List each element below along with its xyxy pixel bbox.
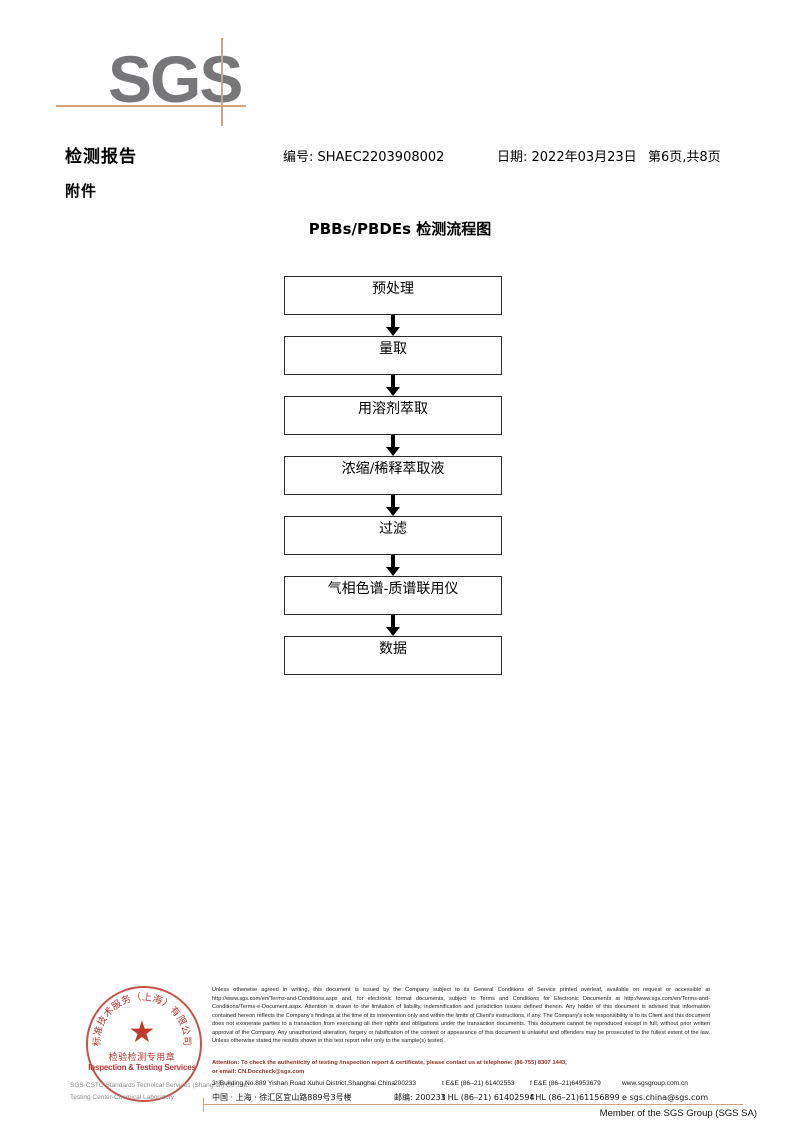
email: e sgs.china@sgs.com xyxy=(622,1092,709,1102)
official-stamp: 标准技术服务（上海）有限公司 ★ 检验检测专用章 Inspection & Te… xyxy=(70,984,249,1112)
flow-arrow-4 xyxy=(284,495,502,516)
logo-crosshair-vertical xyxy=(221,38,223,126)
fax-ee: f E&E (86–21)64953679 xyxy=(530,1079,601,1087)
address-cn: 中国 · 上海 · 徐汇区宜山路889号3号楼 xyxy=(212,1092,352,1102)
flow-node-2: 量取 xyxy=(284,336,502,375)
stamp-caption-line1: SGS-CSTC Standards Technical Services (S… xyxy=(70,1082,249,1089)
address-row-cn: 中国 · 上海 · 徐汇区宜山路889号3号楼 邮编: 200233 t HL … xyxy=(212,1090,712,1104)
flow-node-label: 浓缩/稀释萃取液 xyxy=(341,461,445,477)
fax-hl: f HL (86–21)61156899 xyxy=(530,1092,620,1102)
logo-wordmark: SGS xyxy=(108,42,243,116)
stamp-arc-text: 标准技术服务（上海）有限公司 xyxy=(86,986,198,1098)
attachment-label: 附件 xyxy=(65,182,98,200)
member-line: Member of the SGS Group (SGS SA) xyxy=(599,1108,757,1119)
website: www.sgsgroup.com.cn xyxy=(622,1079,688,1087)
address-block: 3ʳᵈBuilding,No.889 Yishan Road Xuhui Dis… xyxy=(212,1076,712,1104)
flow-node-label: 气相色谱-质谱联用仪 xyxy=(327,581,459,597)
flow-arrow-2 xyxy=(284,375,502,396)
flow-node-7: 数据 xyxy=(284,636,502,675)
legal-disclaimer: Unless otherwise agreed in writing, this… xyxy=(212,986,710,1046)
attention-notice: Attention: To check the authenticity of … xyxy=(212,1059,710,1077)
flow-node-label: 过滤 xyxy=(379,521,407,537)
address-row-en: 3ʳᵈBuilding,No.889 Yishan Road Xuhui Dis… xyxy=(212,1076,712,1090)
stamp-caption-line2: Testing Center-Chemical Laboratory. xyxy=(70,1094,176,1102)
flow-node-5: 过滤 xyxy=(284,516,502,555)
attention-line-1: Attention: To check the authenticity of … xyxy=(212,1060,567,1066)
star-icon: ★ xyxy=(128,1016,156,1049)
flowchart-title: PBBs/PBDEs 检测流程图 xyxy=(308,220,492,238)
stamp-cn-text: 检验检测专用章 xyxy=(108,1053,176,1063)
flow-node-label: 量取 xyxy=(379,341,407,357)
page-title: 检测报告 xyxy=(65,147,137,167)
flow-node-6: 气相色谱-质谱联用仪 xyxy=(284,576,502,615)
stamp-en-text: Inspection & Testing Services xyxy=(88,1063,196,1072)
address-en: 3ʳᵈBuilding,No.889 Yishan Road Xuhui Dis… xyxy=(212,1079,395,1087)
stamp-caption: SGS-CSTC Standards Technical Services (S… xyxy=(70,1080,250,1105)
flow-node-4: 浓缩/稀释萃取液 xyxy=(284,456,502,495)
flow-node-label: 预处理 xyxy=(372,281,414,297)
stamp-circle xyxy=(86,986,202,1102)
attention-line-2: or email: CN.Doccheck@sgs.com xyxy=(212,1068,305,1075)
flowchart: 预处理 量取 用溶剂萃取 浓缩/稀释萃取液 过滤 气相色谱-质谱联用仪 数据 xyxy=(284,276,504,675)
tel-hl: t HL (86–21) 61402594 xyxy=(442,1092,535,1102)
flow-node-1: 预处理 xyxy=(284,276,502,315)
logo-crosshair-horizontal xyxy=(56,105,246,107)
flow-arrow-3 xyxy=(284,435,502,456)
footer-rule xyxy=(203,1104,743,1106)
page-indicator: 第6页,共8页 xyxy=(648,150,721,165)
flow-node-3: 用溶剂萃取 xyxy=(284,396,502,435)
report-date: 日期: 2022年03月23日 xyxy=(497,150,637,165)
sgs-logo: SGS xyxy=(56,38,278,128)
tel-ee: t E&E (86–21) 61402553 xyxy=(442,1079,515,1087)
legal-text: Unless otherwise agreed in writing, this… xyxy=(212,987,710,1044)
zip-en: 200233 xyxy=(394,1079,417,1087)
flow-node-label: 数据 xyxy=(379,641,407,657)
flow-node-label: 用溶剂萃取 xyxy=(358,401,428,417)
flow-arrow-6 xyxy=(284,615,502,636)
flow-arrow-1 xyxy=(284,315,502,336)
zip-cn: 邮编: 200233 xyxy=(394,1092,446,1102)
flow-arrow-5 xyxy=(284,555,502,576)
report-number: 编号: SHAEC2203908002 xyxy=(283,150,445,165)
